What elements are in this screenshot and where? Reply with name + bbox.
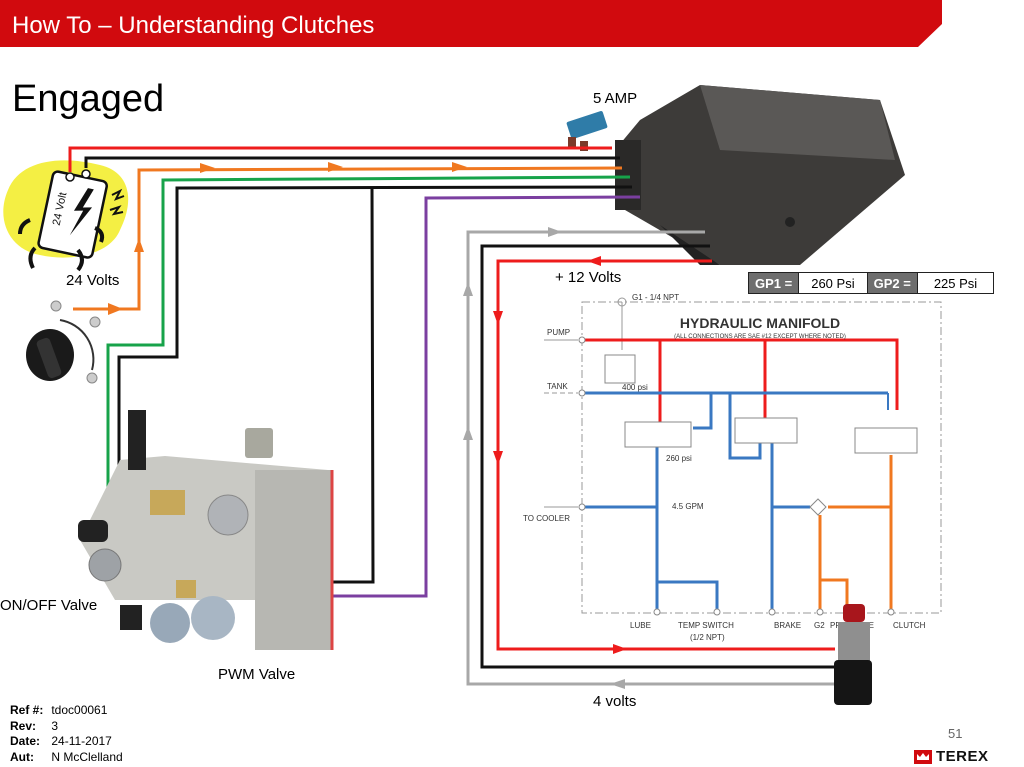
reference-block: Ref #: tdoc00061 Rev: 3 Date: 24-11-2017… [10, 703, 123, 765]
wire-black-sensor [480, 244, 835, 669]
orifice-label: 4.5 GPM [672, 502, 704, 511]
port-brake: BRAKE [774, 621, 801, 630]
page-number: 51 [948, 726, 963, 741]
slide-title: Engaged [12, 78, 165, 120]
valve-block-icon [78, 410, 334, 650]
flow-arrows [108, 162, 627, 689]
crown-icon [914, 749, 932, 764]
fuse-icon [566, 111, 608, 151]
port-clutch: CLUTCH [893, 621, 926, 630]
relief-label: 400 psi [622, 383, 648, 392]
header-banner [0, 0, 942, 47]
gp2-key: GP2 = [867, 273, 917, 293]
date-value: 24-11-2017 [51, 734, 112, 748]
gp1-value: 260 Psi [798, 273, 868, 293]
pressure-sensor-icon [834, 604, 872, 705]
date-label: Date: [10, 734, 41, 748]
port-g2: G2 [814, 621, 825, 630]
brand-name: TEREX [936, 748, 989, 765]
rev-value: 3 [51, 718, 59, 733]
wires [68, 146, 835, 686]
port-cooler: TO COOLER [523, 514, 570, 523]
header-title: How To – Understanding Clutches [12, 12, 375, 39]
wire-orange-switch [73, 166, 623, 311]
hydraulic-manifold: HYDRAULIC MANIFOLD (ALL CONNECTIONS ARE … [523, 293, 942, 642]
wire-green-onoff [106, 175, 631, 565]
g1-port-label: G1 - 1/4 NPT [632, 293, 679, 302]
port-pump: PUMP [547, 328, 570, 337]
aut-value: N McClelland [51, 749, 123, 764]
four-volts-label: 4 volts [593, 693, 637, 710]
wire-gray-signal [466, 230, 835, 686]
rev-label: Rev: [10, 718, 37, 733]
gauge-pressure-table: GP1 = 260 Psi GP2 = 225 Psi [748, 272, 995, 294]
ref-label: Ref #: [10, 703, 44, 717]
manifold-subtitle: (ALL CONNECTIONS ARE SAE #12 EXCEPT WHER… [674, 334, 846, 340]
wire-black-onoff [117, 185, 633, 560]
terex-logo: TEREX [914, 748, 989, 765]
wire-black-ground [84, 156, 620, 168]
fuse-label: 5 AMP [593, 90, 638, 107]
aut-label: Aut: [10, 749, 34, 764]
manifold-title: HYDRAULIC MANIFOLD [680, 315, 840, 331]
port-lube: LUBE [630, 621, 651, 630]
port-tank: TANK [547, 382, 568, 391]
gp2-value: 225 Psi [916, 273, 994, 293]
ref-value: tdoc00061 [51, 703, 108, 717]
port-temp-switch: TEMP SWITCH [678, 621, 734, 630]
plus-12-volts-label: + 12 Volts [555, 269, 622, 286]
gp1-key: GP1 = [749, 273, 799, 293]
wire-red-power [68, 146, 612, 172]
on-off-valve-label: ON/OFF Valve [0, 597, 98, 614]
battery-volts-label: 24 Volts [66, 272, 120, 289]
pwm-valve-label: PWM Valve [218, 666, 296, 683]
valve-setting-label: 260 psi [666, 454, 692, 463]
controller-module-icon [615, 85, 905, 265]
port-temp-npt: (1/2 NPT) [690, 633, 725, 642]
battery-icon: 24 Volt [3, 160, 129, 272]
key-switch-icon [26, 300, 101, 384]
